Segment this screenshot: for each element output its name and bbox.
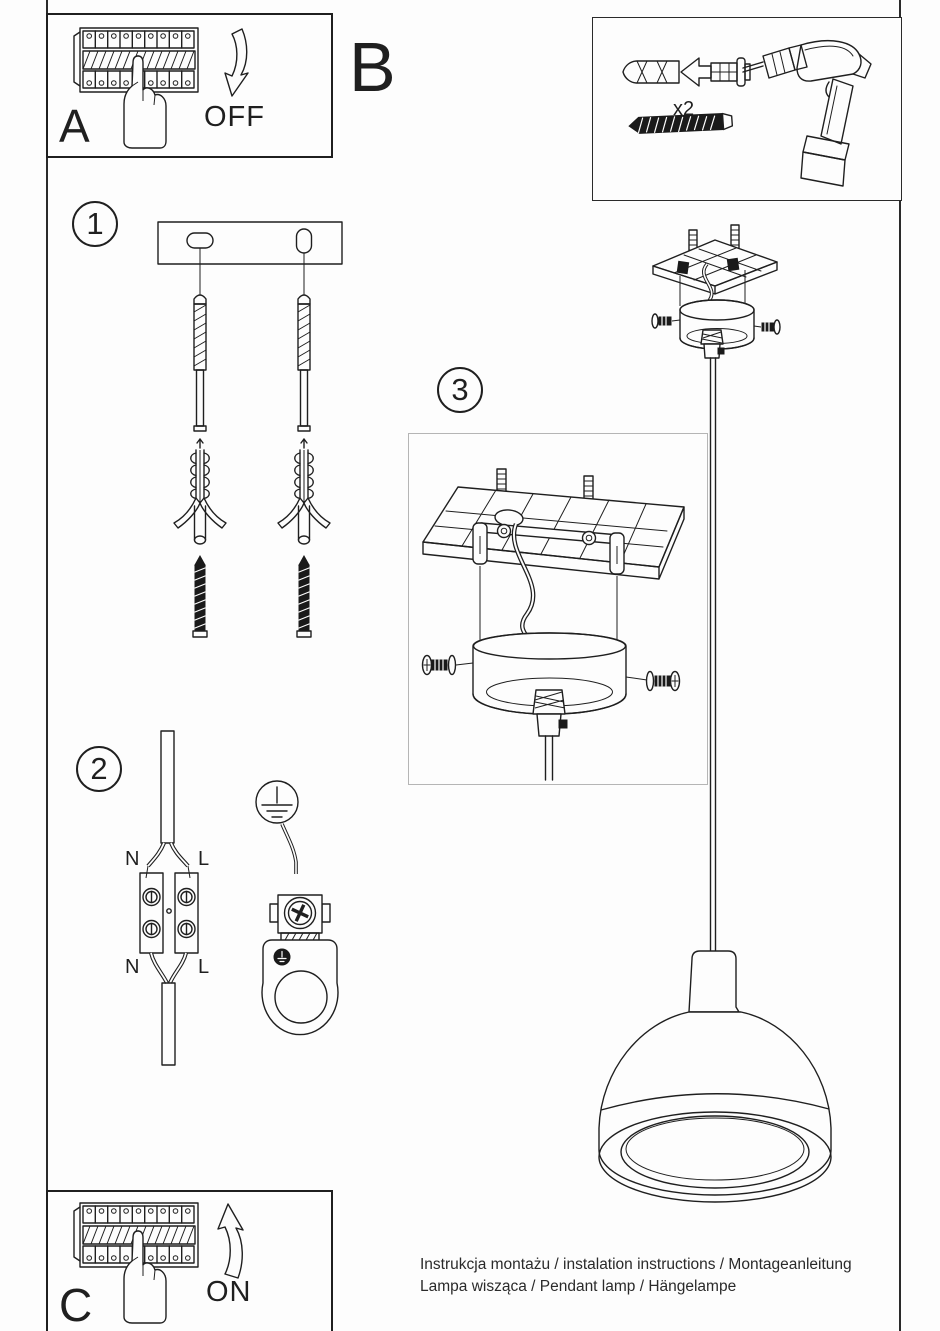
- wire-label-l-top: L: [198, 848, 210, 870]
- power-off-panel-box: OFF A: [46, 13, 333, 158]
- panel-a-letter: A: [59, 100, 90, 152]
- drill-icon: [742, 39, 872, 187]
- on-label: ON: [206, 1276, 252, 1308]
- step-2-badge: 2: [76, 746, 122, 792]
- wire-label-l-bottom: L: [198, 956, 210, 978]
- assembly-screw-left: [651, 313, 681, 329]
- mounting-screw-icon: [628, 112, 734, 134]
- assembly-plate: [652, 239, 778, 295]
- supply-wires: [145, 842, 191, 879]
- terminal-block-icon: [139, 872, 199, 954]
- step-3-badge: 3: [437, 367, 483, 413]
- footer-line-1: Instrukcja montażu / instalation instruc…: [420, 1256, 852, 1273]
- right-page-edge-line: [899, 0, 901, 1331]
- wire-label-n-bottom: N: [125, 956, 140, 978]
- side-screw-right: [625, 670, 681, 692]
- pressing-hand-icon: [123, 1230, 167, 1324]
- power-on-panel-box: ON C: [46, 1190, 333, 1331]
- step-3-number: 3: [451, 372, 469, 407]
- lamp-shade: [598, 950, 832, 1203]
- curved-arrow-down-icon: [224, 28, 249, 97]
- step-1-badge: 1: [72, 201, 118, 247]
- anchor-quantity-label: x2: [673, 98, 695, 120]
- wire-label-n-top: N: [125, 848, 140, 870]
- assembly-canopy: [679, 299, 755, 350]
- canopy: [472, 632, 627, 715]
- step-3-detail-frame: [408, 433, 708, 785]
- pendant-lamp-assembly-illustration: [598, 224, 832, 1203]
- screw-plug-screw-column: [173, 294, 227, 638]
- lamp-wires: [149, 952, 188, 984]
- cord-grip: [532, 689, 568, 737]
- assembly-screw-right: [753, 319, 781, 335]
- circuit-breaker-off-icon: [73, 27, 199, 149]
- parts-illustration: [622, 39, 872, 187]
- wall-plug-icon: [622, 57, 751, 87]
- left-page-edge-line: [46, 0, 48, 1331]
- step-2-wiring-illustration: [139, 730, 339, 1066]
- footer-caption: Instrukcja montażu / instalation instruc…: [420, 1254, 852, 1298]
- step-3-canopy-illustration: [421, 468, 685, 781]
- step-1-number: 1: [86, 206, 104, 241]
- side-screw-left: [421, 654, 474, 676]
- off-label: OFF: [204, 101, 265, 133]
- step-1-illustration: [157, 221, 343, 638]
- circuit-breaker-on-icon: [73, 1202, 199, 1324]
- suspension-cable: [709, 357, 717, 956]
- section-b-letter: B: [349, 28, 396, 106]
- assembly-cord-grip: [700, 329, 725, 359]
- required-parts-box: x2: [592, 17, 902, 201]
- earth-symbol-icon: [255, 780, 299, 824]
- step-2-number: 2: [90, 751, 108, 786]
- footer-line-2: Lampa wisząca / Pendant lamp / Hängelamp…: [420, 1278, 737, 1295]
- pressing-hand-icon: [123, 55, 167, 149]
- curved-arrow-up-icon: [217, 1203, 244, 1279]
- ground-clamp-icon: [261, 894, 339, 1036]
- panel-c-letter: C: [59, 1279, 93, 1331]
